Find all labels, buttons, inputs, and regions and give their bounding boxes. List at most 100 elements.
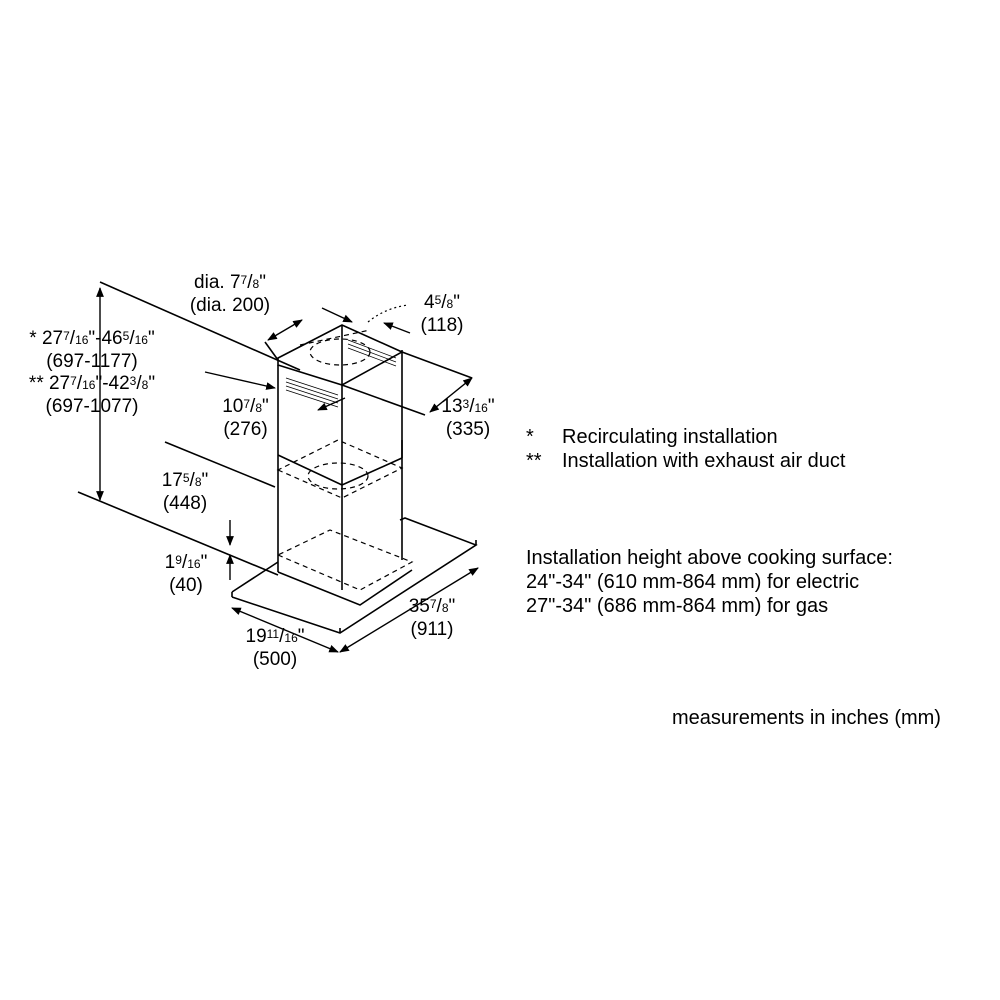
install-height-title: Installation height above cooking surfac…	[526, 547, 893, 569]
offset-den: 8	[446, 297, 454, 311]
recirc-mm: (697-1177)	[46, 351, 138, 372]
legend-exhaust: ** Installation with exhaust air duct	[526, 449, 846, 473]
install-height-block: Installation height above cooking surfac…	[526, 546, 893, 618]
recirc-mid: "-46	[88, 328, 123, 349]
ext-line-bottom	[77, 491, 279, 576]
exhaust-num1: 7	[70, 374, 77, 388]
hood-width-den: 8	[441, 601, 449, 615]
depth-num: 3	[462, 397, 470, 411]
recirc-prefix: * 27	[29, 328, 64, 349]
label-duct-offset: 45/8" (118)	[420, 292, 464, 336]
offset-whole: 4	[424, 292, 435, 313]
label-hood-depth: 1911/16" (500)	[245, 626, 305, 670]
recirc-num1: 7	[63, 329, 70, 343]
ext-line-depth	[341, 351, 473, 416]
width-den: 8	[255, 401, 263, 415]
canopy-mm: (40)	[169, 575, 203, 596]
legend-recirc: * Recirculating installation	[526, 425, 846, 449]
label-chimney-width: 107/8" (276)	[222, 396, 269, 440]
hood-depth-num: 11	[266, 627, 280, 641]
ext-line-mid	[164, 441, 276, 488]
recirc-den1: 16	[75, 333, 89, 347]
label-lower-chimney: 175/8" (448)	[161, 470, 209, 514]
hood-width-whole: 35	[408, 596, 430, 617]
hood-width-num: 7	[429, 597, 437, 611]
legend-exhaust-text: Installation with exhaust air duct	[562, 450, 846, 472]
duct-circle-mid	[307, 462, 369, 490]
exhaust-prefix: ** 27	[28, 373, 71, 394]
duct-dia-den: 8	[252, 277, 260, 291]
legend-recirc-mark: *	[526, 426, 534, 448]
duct-dia-text: dia. 7	[194, 272, 241, 293]
duct-circle-top	[309, 338, 371, 366]
exhaust-suffix: "	[148, 373, 156, 394]
exhaust-den2: 8	[141, 378, 149, 392]
hood-depth-den: 16	[284, 631, 298, 645]
dim-arrow-in	[317, 397, 346, 411]
legend-recirc-text: Recirculating installation	[562, 426, 778, 448]
width-num: 7	[243, 397, 251, 411]
hood-depth-suffix: "	[297, 626, 305, 647]
width-whole: 10	[222, 396, 244, 417]
upper-chimney-top	[277, 324, 404, 386]
install-height-electric: 24"-34" (610 mm-864 mm) for electric	[526, 571, 860, 593]
canopy-left-top	[231, 561, 279, 593]
depth-den: 16	[474, 401, 488, 415]
offset-num: 5	[434, 293, 442, 307]
legend: * Recirculating installation ** Installati…	[526, 425, 846, 473]
dim-width-arrow	[204, 371, 276, 390]
dim-hood-width	[339, 567, 479, 653]
recirc-num2: 5	[122, 329, 130, 343]
lower-mm: (448)	[162, 493, 208, 514]
ext-line-width	[264, 341, 279, 361]
recirc-den2: 16	[134, 333, 148, 347]
canopy-whole: 1	[164, 552, 176, 573]
hood-width-suffix: "	[448, 596, 456, 617]
depth-suffix: "	[487, 396, 495, 417]
dim-hood-depth	[231, 607, 339, 653]
grille-upper	[285, 339, 397, 408]
canopy-suffix: "	[200, 552, 208, 573]
hidden-duct	[299, 329, 371, 346]
lower-den: 8	[194, 475, 202, 489]
dim-depth	[429, 377, 473, 413]
ext-line-top	[99, 281, 301, 371]
hidden-mid-frame	[276, 439, 404, 499]
lower-num: 5	[182, 471, 190, 485]
duct-dia-suffix: "	[259, 272, 266, 293]
depth-whole: 13	[441, 396, 463, 417]
upper-chimney	[277, 350, 403, 485]
legend-exhaust-mark: **	[526, 450, 542, 472]
recirc-suffix: "	[147, 328, 155, 349]
dim-offset-right	[383, 322, 411, 334]
duct-dia-num: 7	[240, 273, 248, 287]
hidden-lower-frame	[276, 529, 414, 591]
label-chimney-height: * 277/16"-465/16" (697-1177) ** 277/16"-…	[28, 328, 156, 417]
depth-mm: (335)	[445, 419, 491, 440]
hood-width-mm: (911)	[410, 619, 454, 640]
lower-whole: 17	[161, 470, 183, 491]
exhaust-mm: (697-1077)	[45, 396, 139, 417]
units-note: measurements in inches (mm)	[672, 707, 941, 729]
width-mm: (276)	[223, 419, 268, 440]
exhaust-mid: "-42	[95, 373, 130, 394]
duct-dia-mm: (dia. 200)	[189, 295, 271, 316]
hood-depth-mm: (500)	[252, 649, 298, 670]
offset-suffix: "	[453, 292, 460, 313]
dim-diameter	[267, 319, 303, 341]
lower-suffix: "	[201, 470, 209, 491]
hood-depth-whole: 19	[245, 626, 267, 647]
exhaust-den1: 16	[82, 378, 96, 392]
label-canopy-thickness: 19/16" (40)	[164, 552, 208, 596]
offset-mm: (118)	[420, 315, 464, 336]
label-duct-diameter: dia. 77/8" (dia. 200)	[189, 272, 271, 316]
width-suffix: "	[262, 396, 269, 417]
dotted-offset	[367, 304, 409, 323]
label-hood-width: 357/8" (911)	[408, 596, 456, 640]
label-chimney-depth: 133/16" (335)	[441, 396, 495, 440]
canopy-num: 9	[175, 553, 182, 567]
lower-chimney	[277, 440, 403, 590]
dim-offset-left	[321, 307, 353, 323]
exhaust-num2: 3	[129, 374, 137, 388]
